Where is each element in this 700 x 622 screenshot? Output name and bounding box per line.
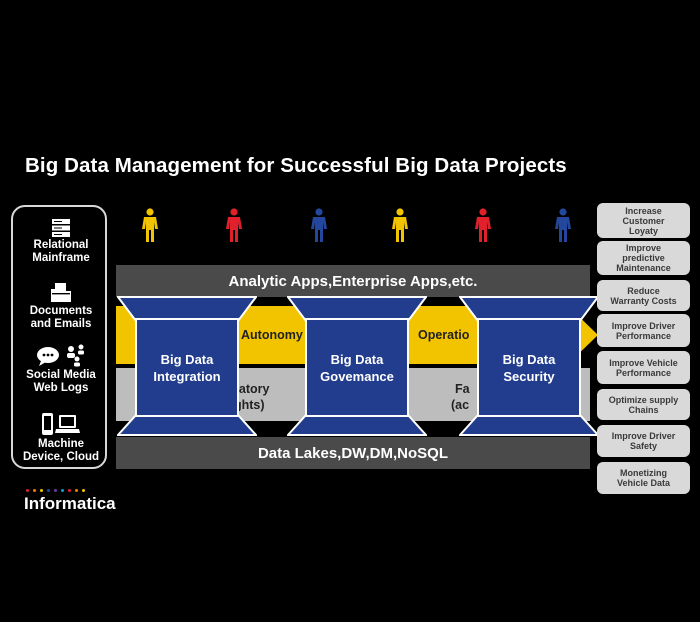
pillar-bottom-cap [459,414,599,436]
outcome-label-line: Maintenance [616,263,671,273]
person-icon [226,208,242,242]
outcome-label-line: Improve Driver [611,431,676,441]
outcome-label-line: Monetizing [620,468,667,478]
gray-label-action: (ac [451,398,470,412]
brand-dot [61,489,64,492]
outcome-label-line: Improve Driver [611,320,676,331]
outcome-label-line: Performance [615,367,672,378]
source-label-line2: Device, Cloud [22,451,100,463]
pillar-label-line: Integration [153,368,221,384]
pillar-bottom-cap [287,414,427,436]
data-sources-box: Relational Mainframe Documents and Email… [11,205,107,469]
pillar-label-line: Govemance [320,368,394,384]
outcome-label-line: Optimize supply [608,394,679,405]
source-label-line1: Relational [33,239,89,251]
source-label-line1: Documents [29,305,93,317]
person-icon [392,208,408,242]
chat-people-icon [37,344,84,367]
source-label-line1: Social Media [26,369,96,381]
yellow-label-operations: Operatio [418,328,470,342]
brand-dot [75,489,78,492]
source-label-line2: Web Logs [33,382,89,394]
outcome-label-line: Loyaty [628,225,658,236]
outcome-label-line: Customer [622,215,665,226]
device-laptop-icon [42,413,80,435]
pillar-bottom-cap [117,414,257,436]
gray-label-fast: Fa [455,382,470,396]
gray-label-insights: ghts) [234,398,265,412]
source-machine: Machine Device, Cloud [13,412,109,464]
person-icon [142,208,158,242]
brand-dot [82,489,85,492]
gray-label-exploratory: ratory [234,382,270,396]
brand-dot [26,489,29,492]
outcome-label-line: Improve [625,243,661,253]
outcome-label-line: Warranty Costs [610,295,677,306]
source-documents: Documents and Emails [13,283,109,331]
outcome-label-line: Improve Vehicle [609,357,678,368]
informatica-logo: Informatica [24,494,116,513]
brand-dot [40,489,43,492]
pillar-label-line: Security [503,368,555,384]
person-icon [311,208,327,242]
apps-layer-label: Analytic Apps,Enterprise Apps,etc. [228,273,478,290]
pillar-label-line: Big Data [330,351,384,367]
outcome-label-line: predictive [622,253,665,263]
source-label-line1: Machine [37,438,84,450]
brand-dot [33,489,36,492]
diagram-title: Big Data Management for Successful Big D… [25,154,567,177]
source-social-media: Social Media Web Logs [13,343,109,395]
person-icon [475,208,491,242]
yellow-label-autonomy: Autonomy [241,328,303,342]
outcome-label-line: Increase [625,205,662,216]
pillar-label-line: Big Data [160,351,214,367]
outcome-label-line: Performance [615,330,672,341]
brand-dot [68,489,71,492]
data-lakes-bar: Data Lakes,DW,DM,NoSQL [116,437,590,469]
source-relational: Relational Mainframe [13,219,109,265]
folder-document-icon [51,283,71,302]
outcome-label-line: Vehicle Data [616,478,671,488]
apps-layer-bar: Analytic Apps,Enterprise Apps,etc. [116,265,590,297]
brand-dots [26,489,85,493]
person-icon [555,208,571,242]
server-stack-icon [52,219,70,237]
data-lakes-label: Data Lakes,DW,DM,NoSQL [257,445,449,462]
pillar-label-line: Big Data [502,351,556,367]
source-label-line2: Mainframe [32,252,90,264]
brand-dot [47,489,50,492]
outcome-label-line: Safety [629,441,657,451]
outcome-label-line: Chains [628,404,659,415]
source-label-line2: and Emails [30,318,92,330]
brand-dot [54,489,57,492]
outcome-label-line: Reduce [627,285,660,296]
